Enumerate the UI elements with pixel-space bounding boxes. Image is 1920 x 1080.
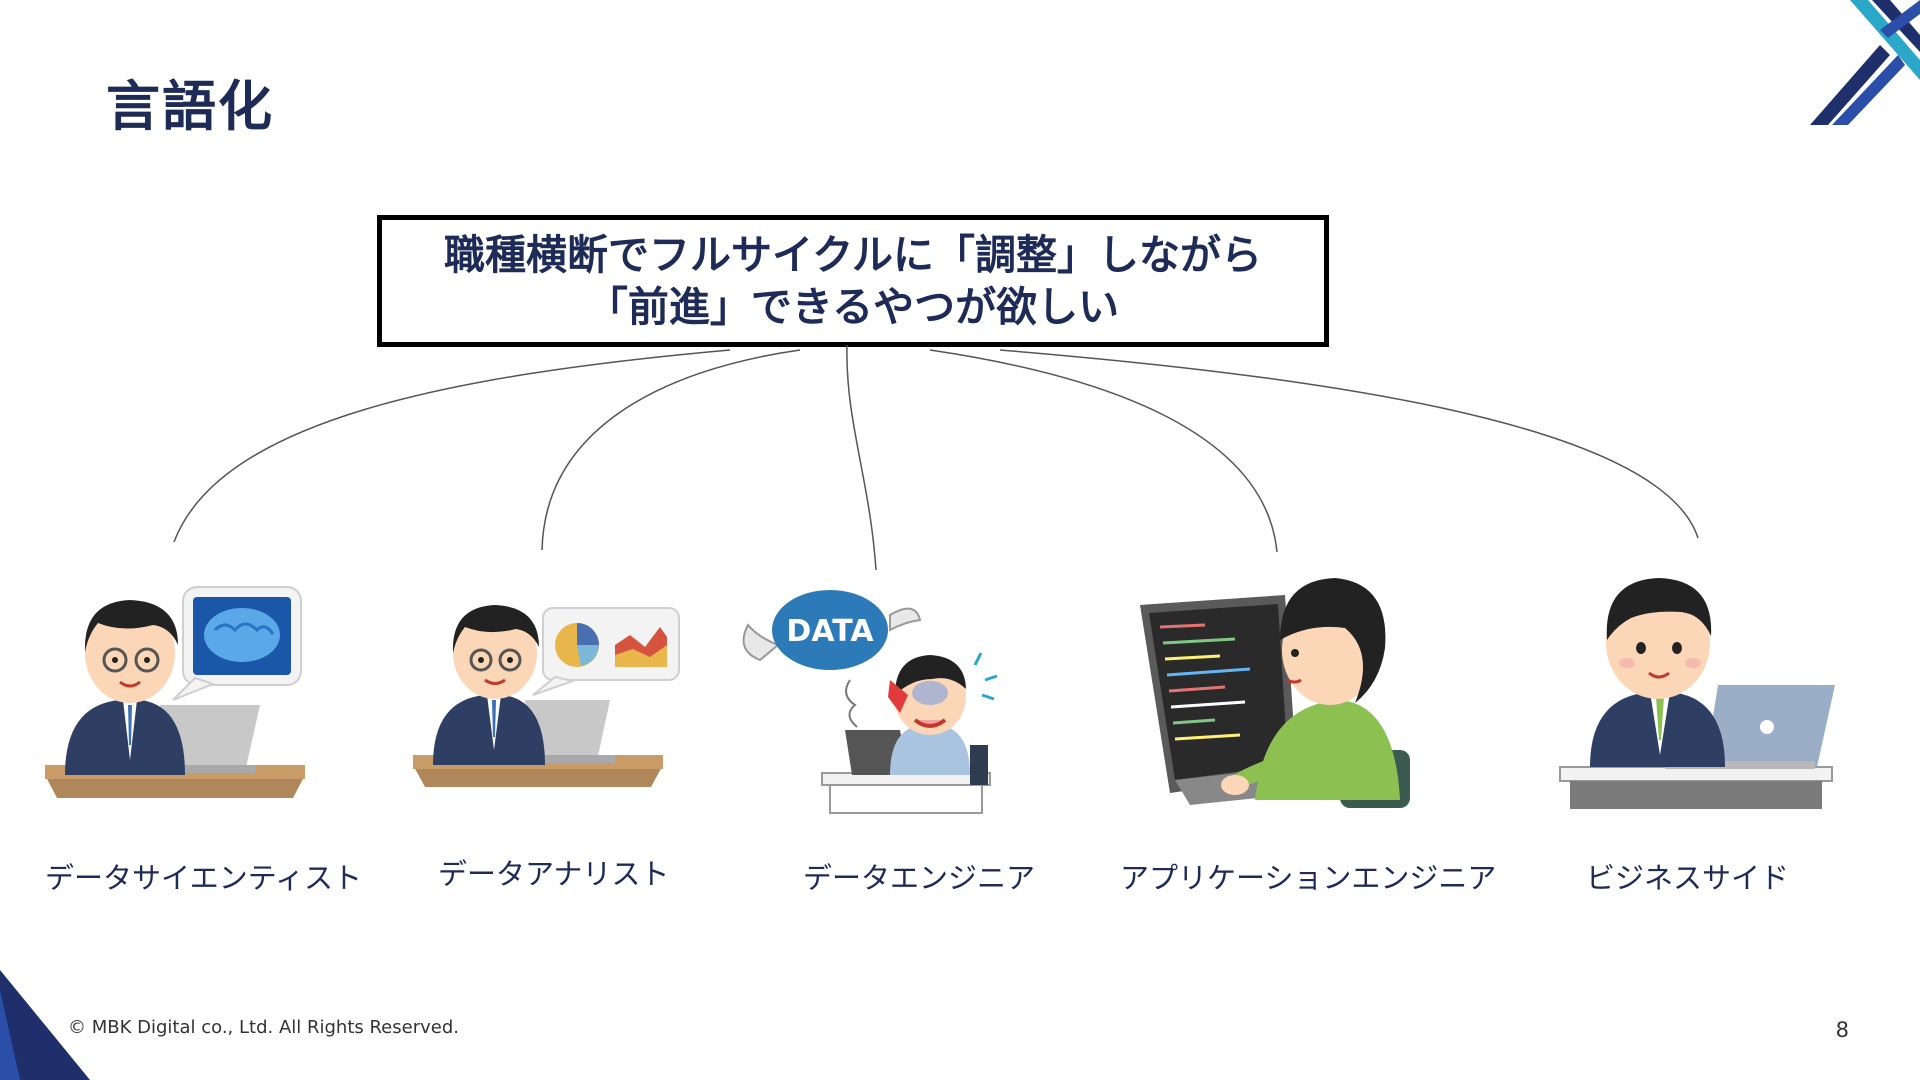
- role-label-data-engineer: データエンジニア: [803, 855, 1035, 897]
- connector-to-data-engineer: [847, 345, 876, 570]
- data-engineer-illustration: DATA: [740, 585, 1020, 815]
- data-scientist-illustration: [35, 560, 315, 810]
- application-engineer-illustration: [1135, 565, 1415, 815]
- connector-to-data-analyst: [542, 350, 800, 550]
- brain-icon: [204, 608, 280, 662]
- data-bubble-text: DATA: [786, 614, 874, 649]
- data-analyst-illustration: [405, 565, 685, 805]
- role-label-data-scientist: データサイエンティスト: [45, 855, 362, 897]
- role-label-business-side: ビジネスサイド: [1586, 855, 1789, 897]
- page-number: 8: [1836, 1018, 1849, 1042]
- connector-to-app-engineer: [930, 350, 1277, 552]
- role-label-application-engineer: アプリケーションエンジニア: [1120, 855, 1496, 897]
- business-side-illustration: [1555, 555, 1835, 815]
- copyright-text: © MBK Digital co., Ltd. All Rights Reser…: [68, 1017, 459, 1038]
- connector-to-data-scientist: [174, 350, 730, 542]
- connector-to-business: [1000, 350, 1698, 538]
- role-label-data-analyst: データアナリスト: [438, 851, 669, 893]
